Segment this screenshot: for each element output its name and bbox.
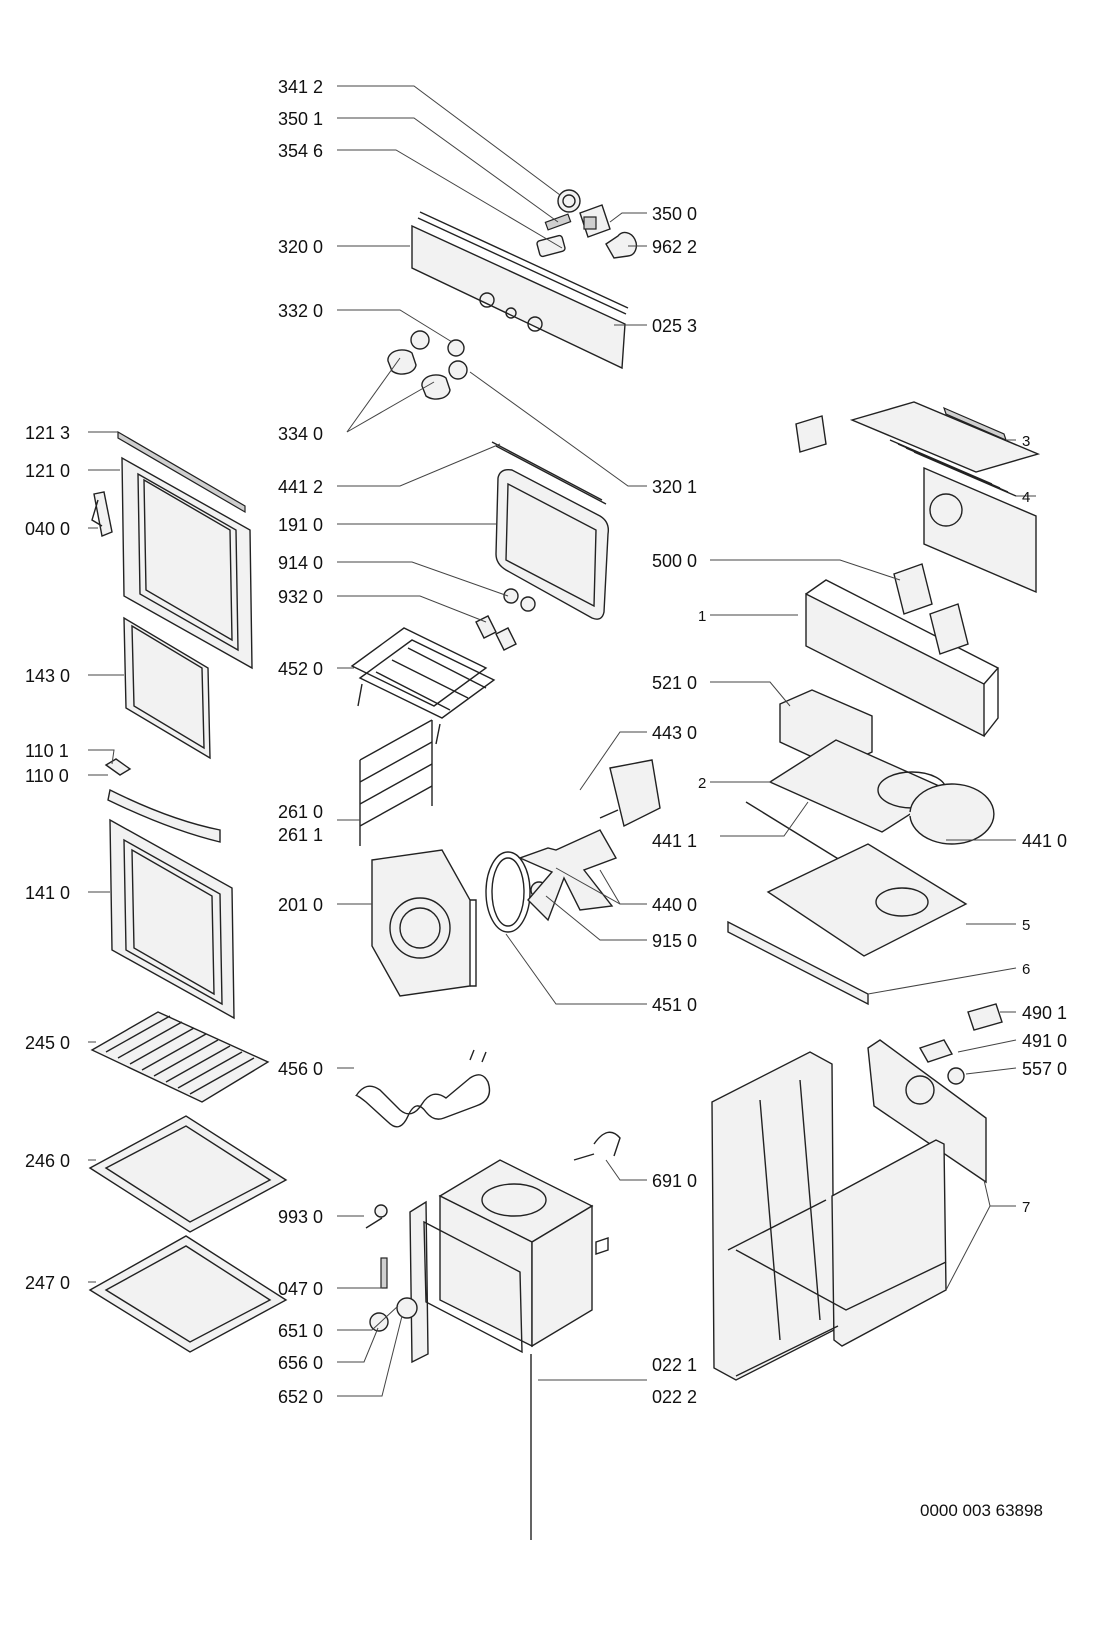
- callout-047-0: 047 0: [278, 1279, 323, 1299]
- callout-110-0: 110 0: [25, 766, 69, 786]
- leader-lines: [88, 85, 1036, 1397]
- callout-7: 7: [1022, 1199, 1030, 1216]
- callout-500-0: 500 0: [652, 551, 697, 571]
- callout-691-0: 691 0: [652, 1171, 697, 1191]
- callout-5: 5: [1022, 917, 1030, 934]
- callout-354-6: 354 6: [278, 141, 323, 161]
- callout-143-0: 143 0: [25, 666, 70, 686]
- callout-141-0: 141 0: [25, 883, 70, 903]
- racks-trays-group: [88, 1011, 288, 1353]
- callout-932-0: 932 0: [278, 587, 323, 607]
- callout-320-0: 320 0: [278, 237, 323, 257]
- callout-656-0: 656 0: [278, 1353, 323, 1373]
- callout-247-0: 247 0: [25, 1273, 70, 1293]
- callout-334-0: 334 0: [278, 424, 323, 444]
- callout-2: 2: [698, 775, 706, 792]
- callout-4: 4: [1022, 489, 1030, 506]
- callout-1: 1: [698, 608, 706, 625]
- callout-022-1: 022 1: [652, 1355, 697, 1375]
- callout-3: 3: [1022, 433, 1030, 450]
- callout-456-0: 456 0: [278, 1059, 323, 1079]
- callout-110-1: 110 1: [25, 741, 69, 761]
- callout-440-0: 440 0: [652, 895, 697, 915]
- callout-320-1: 320 1: [652, 477, 697, 497]
- callout-246-0: 246 0: [25, 1151, 70, 1171]
- callout-350-1: 350 1: [278, 109, 323, 129]
- callout-443-0: 443 0: [652, 723, 697, 743]
- door-assembly-group: [91, 430, 253, 1020]
- callout-201-0: 201 0: [278, 895, 323, 915]
- callout-6: 6: [1022, 961, 1030, 978]
- callout-521-0: 521 0: [652, 673, 697, 693]
- callout-191-0: 191 0: [278, 515, 323, 535]
- callout-452-0: 452 0: [278, 659, 323, 679]
- callout-022-2: 022 2: [652, 1387, 697, 1407]
- document-code: 0000 003 63898: [920, 1501, 1043, 1520]
- callout-441-0: 441 0: [1022, 831, 1067, 851]
- callout-441-2: 441 2: [278, 477, 323, 497]
- callout-040-0: 040 0: [25, 519, 70, 539]
- callout-441-1: 441 1: [652, 831, 697, 851]
- callout-245-0: 245 0: [25, 1033, 70, 1053]
- callout-651-0: 651 0: [278, 1321, 323, 1341]
- right-parts-group: [711, 401, 1041, 1381]
- callout-025-3: 025 3: [652, 316, 697, 336]
- callout-121-0: 121 0: [25, 461, 70, 481]
- callout-350-0: 350 0: [652, 204, 697, 224]
- callout-962-2: 962 2: [652, 237, 697, 257]
- callout-332-0: 332 0: [278, 301, 323, 321]
- callout-491-0: 491 0: [1022, 1031, 1067, 1051]
- callout-490-1: 490 1: [1022, 1003, 1067, 1023]
- callout-261-0: 261 0: [278, 802, 323, 822]
- callout-451-0: 451 0: [652, 995, 697, 1015]
- callout-121-3: 121 3: [25, 423, 70, 443]
- callout-labels: 341 2 350 1 354 6 350 0 962 2 320 0 025 …: [25, 77, 1067, 1520]
- middle-parts-group: [350, 441, 661, 1540]
- callout-341-2: 341 2: [278, 77, 323, 97]
- callout-993-0: 993 0: [278, 1207, 323, 1227]
- callout-652-0: 652 0: [278, 1387, 323, 1407]
- control-panel-group: [387, 189, 638, 400]
- callout-557-0: 557 0: [1022, 1059, 1067, 1079]
- callout-915-0: 915 0: [652, 931, 697, 951]
- callout-261-1: 261 1: [278, 825, 323, 845]
- callout-914-0: 914 0: [278, 553, 323, 573]
